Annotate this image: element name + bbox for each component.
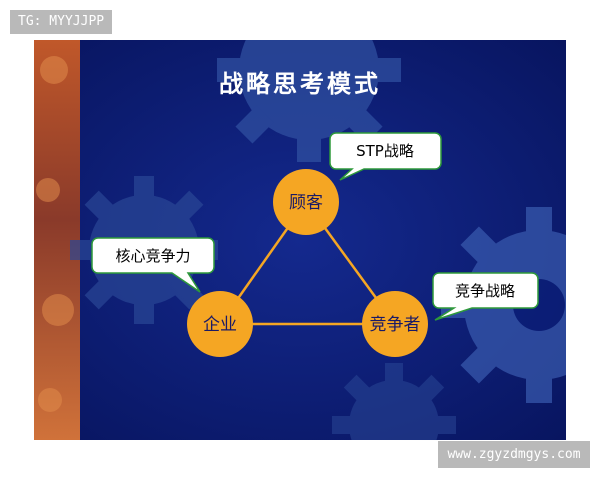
callout-core-competence-label: 核心竞争力 bbox=[115, 247, 190, 265]
slide-title: 战略思考模式 bbox=[219, 69, 381, 98]
callout-core-competence: 核心竞争力 bbox=[91, 237, 215, 293]
node-company-label: 企业 bbox=[203, 315, 237, 335]
callout-competitive-strategy-label: 竞争战略 bbox=[455, 282, 515, 300]
gear-icon bbox=[332, 363, 456, 440]
node-company: 企业 bbox=[187, 291, 253, 357]
strategy-diagram: STP战略 核心竞争力 竞争战略 顾客 企业 竞争者 bbox=[91, 132, 539, 357]
callout-stp: STP战略 bbox=[329, 132, 442, 181]
slide: 战略思考模式 STP战略 核心竞争力 竞争战略 顾客 企业 竞 bbox=[34, 40, 566, 440]
node-customer-label: 顾客 bbox=[289, 193, 323, 213]
callout-stp-label: STP战略 bbox=[356, 142, 414, 160]
callout-competitive-strategy: 竞争战略 bbox=[432, 272, 539, 321]
watermark-bottom: www.zgyzdmgys.com bbox=[438, 441, 590, 468]
node-competitor-label: 竞争者 bbox=[370, 315, 421, 335]
watermark-top: TG: MYYJJPP bbox=[10, 10, 113, 34]
gear-icon bbox=[217, 40, 401, 162]
node-customer: 顾客 bbox=[273, 169, 339, 235]
node-competitor: 竞争者 bbox=[362, 291, 428, 357]
